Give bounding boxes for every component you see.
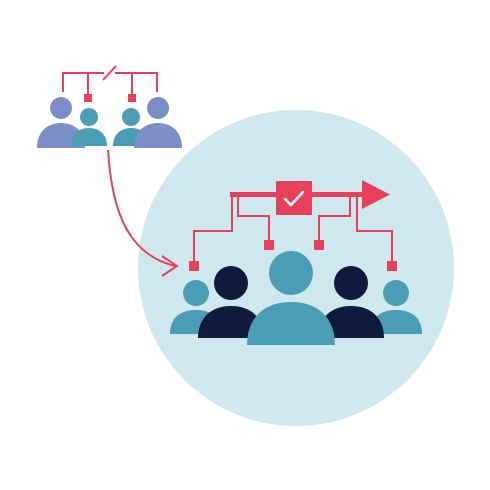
large-team-group [170,180,422,345]
connector-node [84,94,92,102]
connector-node [128,94,136,102]
connector-line [356,197,393,262]
small-team-group [37,65,182,148]
person-icon [370,280,422,334]
connector-line [193,197,233,262]
connector-node [314,240,324,250]
broken-connector-icon [102,65,117,81]
check-box-icon [276,181,312,215]
large-team-connectors [193,197,393,262]
curved-arrow-icon [107,149,179,277]
person-icon [247,251,335,345]
connector-line [237,197,270,241]
connector-line [115,72,158,92]
connector-line [318,197,351,241]
person-icon [71,108,107,146]
person-icon [134,97,182,148]
connector-node [387,261,397,271]
person-icon [318,266,384,338]
person-icon [198,266,264,338]
connector-line [62,72,104,92]
connector-node [264,240,274,250]
small-team-connectors [62,65,158,95]
connector-node [189,261,199,271]
